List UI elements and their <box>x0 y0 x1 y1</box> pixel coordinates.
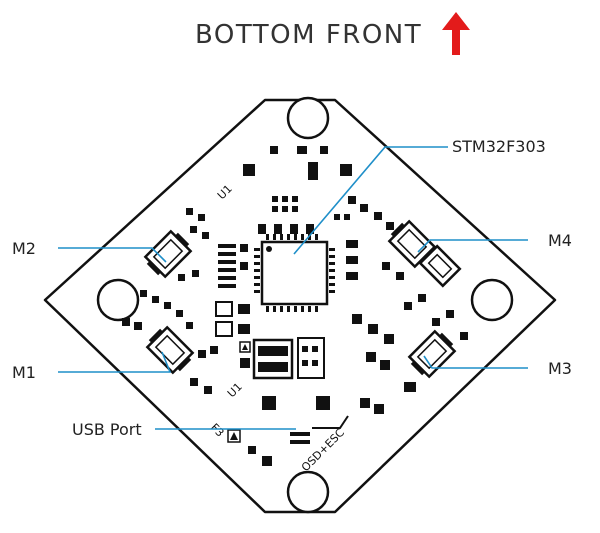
callout-line-mcu <box>293 146 448 255</box>
label-m3: M3 <box>548 359 572 378</box>
smd-components-bottom <box>190 346 416 466</box>
board-outline <box>43 96 557 514</box>
bottom-front-title: BOTTOM FRONT <box>195 20 422 50</box>
mcu-pins-left <box>254 248 260 293</box>
motor-pad-m1 <box>122 290 195 375</box>
front-arrow-icon <box>442 12 470 55</box>
mcu-chip <box>254 234 335 312</box>
smd-components-right <box>346 240 394 344</box>
mcu-pins-bottom <box>266 306 318 312</box>
mcu-pins-right <box>329 248 335 293</box>
smd-components-top <box>243 146 352 234</box>
mount-hole-left <box>96 278 140 322</box>
smd-components-center <box>239 337 349 444</box>
mount-hole-right <box>470 278 514 322</box>
mount-hole-top <box>286 96 330 140</box>
callout-lines <box>58 146 528 430</box>
label-usb-port: USB Port <box>72 420 142 439</box>
motor-pad-m3 <box>404 294 468 379</box>
mount-hole-bottom <box>286 470 330 514</box>
label-stm32f303: STM32F303 <box>452 137 546 156</box>
callout-line-m2 <box>58 247 167 263</box>
callout-line-m3 <box>423 355 528 369</box>
motor-pad-m2 <box>143 208 209 281</box>
label-m1: M1 <box>12 363 36 382</box>
callout-line-m1 <box>58 351 172 373</box>
motor-pad-m4 <box>348 196 462 288</box>
smd-components-left <box>215 244 250 337</box>
label-m2: M2 <box>12 239 36 258</box>
label-m4: M4 <box>548 231 572 250</box>
callout-line-m4 <box>417 239 528 253</box>
